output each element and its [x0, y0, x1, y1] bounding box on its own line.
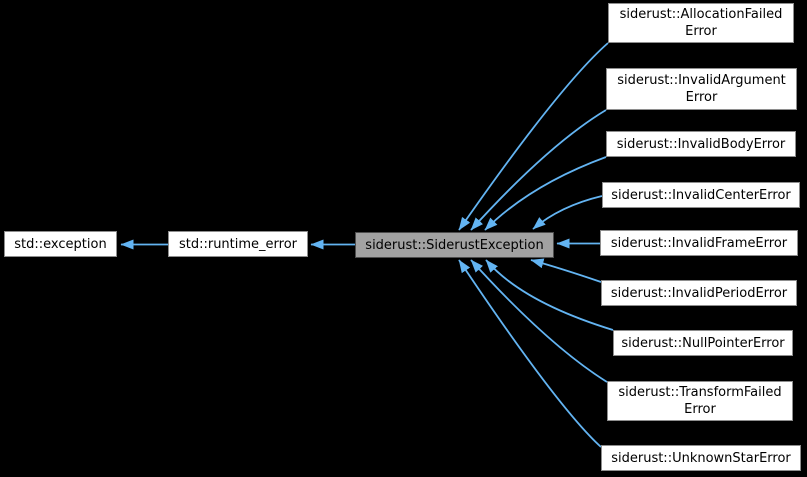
edge-transform-failed-arrow	[470, 259, 608, 383]
class-node-std-runtime-error[interactable]: std::runtime_error	[168, 231, 308, 257]
edge-null-pointer-arrow	[485, 259, 614, 331]
edge-invalid-center-arrow	[532, 195, 603, 230]
class-node-invalid-body-error[interactable]: siderust::InvalidBodyError	[606, 131, 796, 157]
edge-invalid-argument-arrow	[470, 109, 607, 231]
edge-allocation-failed-arrow	[458, 42, 609, 231]
class-node-transform-failed-error[interactable]: siderust::TransformFailed Error	[607, 381, 793, 421]
class-node-allocation-failed-error[interactable]: siderust::AllocationFailed Error	[608, 3, 794, 43]
class-node-null-pointer-error[interactable]: siderust::NullPointerError	[613, 330, 793, 356]
edge-invalid-period-arrow	[530, 258, 602, 283]
edge-unknown-star-arrow	[458, 259, 602, 448]
class-node-unknown-star-error[interactable]: siderust::UnknownStarError	[601, 445, 801, 471]
class-node-invalid-period-error[interactable]: siderust::InvalidPeriodError	[601, 280, 797, 306]
class-node-std-exception[interactable]: std::exception	[4, 231, 117, 257]
class-node-invalid-frame-error[interactable]: siderust::InvalidFrameError	[600, 230, 798, 256]
class-node-invalid-center-error[interactable]: siderust::InvalidCenterError	[602, 182, 800, 208]
class-node-invalid-argument-error[interactable]: siderust::InvalidArgument Error	[606, 68, 797, 110]
class-node-siderust-exception[interactable]: siderust::SiderustException	[355, 232, 554, 258]
edge-invalid-body-arrow	[484, 156, 607, 231]
